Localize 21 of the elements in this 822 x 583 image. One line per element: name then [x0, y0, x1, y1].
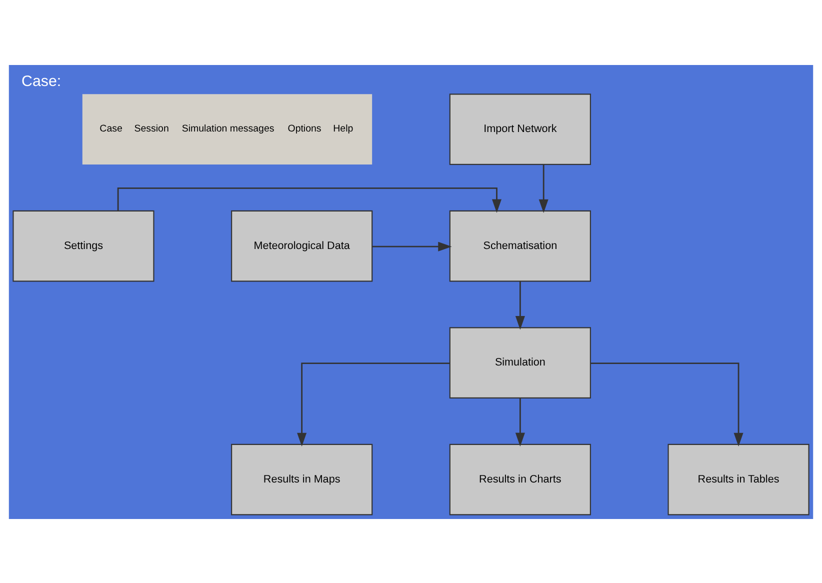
- arrow: [538, 164, 548, 212]
- node-box: Results in Tables: [668, 443, 810, 515]
- label: Session: [134, 123, 169, 134]
- label: Help: [333, 123, 354, 134]
- arrow: [590, 362, 744, 446]
- node-box: Settings: [12, 210, 154, 282]
- node-box: Import Network: [449, 93, 591, 164]
- node-box: Results in Charts: [449, 443, 591, 515]
- arrow: [515, 398, 525, 446]
- arrow: [372, 241, 452, 251]
- node-box: Simulation: [449, 326, 591, 398]
- diagram-title: Case:: [22, 72, 62, 90]
- node-box: Meteorological Data: [231, 210, 373, 282]
- arrow: [515, 280, 525, 330]
- label: Case: [100, 123, 122, 134]
- arrow: [117, 187, 502, 212]
- node-box: Results in Maps: [231, 443, 373, 515]
- label: Simulation messages: [182, 123, 274, 134]
- label: Options: [288, 123, 322, 134]
- arrow: [297, 362, 450, 446]
- node-box: Schematisation: [449, 210, 591, 282]
